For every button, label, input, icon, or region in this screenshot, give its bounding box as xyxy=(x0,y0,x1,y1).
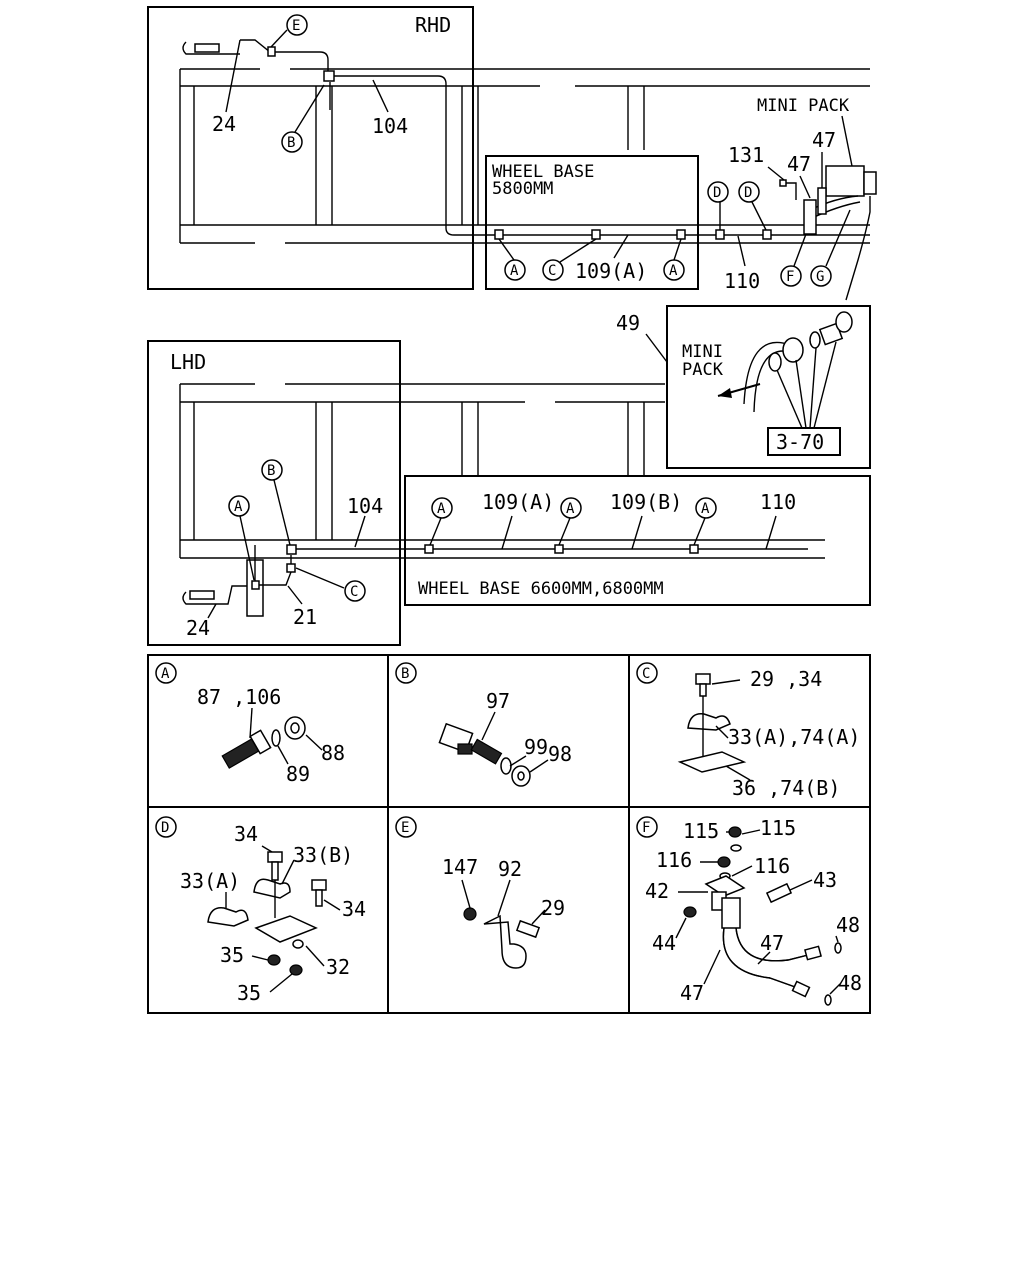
detail-c-letter: C xyxy=(642,666,650,682)
detail-b-letter: B xyxy=(401,666,409,682)
detail-c-label-1: 29 ,34 xyxy=(750,667,822,691)
detail-d-label-4: 34 xyxy=(342,897,366,921)
detail-f-label-7: 44 xyxy=(652,931,676,955)
part-104: 104 xyxy=(372,114,408,138)
detail-f-label-6: 42 xyxy=(645,879,669,903)
wheelbase-5800-box: WHEEL BASE 5800MM A C 109(A) A xyxy=(485,155,699,290)
wheelbase-6600-box: A A A 109(A) 109(B) 110 WHEEL BASE 6600M… xyxy=(404,475,871,606)
lhd-part-104: 104 xyxy=(347,494,383,518)
detail-f-label-11: 48 xyxy=(838,971,862,995)
detail-f-label-9: 48 xyxy=(836,913,860,937)
detail-a-label-2: 88 xyxy=(321,741,345,765)
inset-49: 49 MINI PACK 3-70 xyxy=(616,305,871,469)
detail-d-label-1: 34 xyxy=(234,822,258,846)
part-24: 24 xyxy=(212,112,236,136)
wheelbase-label-1: WHEEL BASE xyxy=(492,162,594,182)
detail-e-label-2: 92 xyxy=(498,857,522,881)
rhd-callout-e: E xyxy=(286,14,308,36)
inset-pack: PACK xyxy=(682,360,724,380)
inset-ref: 3-70 xyxy=(776,430,824,454)
detail-f-label-3: 116 xyxy=(656,848,692,872)
callout-b: B xyxy=(287,135,295,151)
wb2-part-110: 110 xyxy=(760,490,796,514)
detail-c-label-2: 33(A),74(A) xyxy=(728,725,860,749)
rhd-part-labels: 24 104 xyxy=(212,112,408,138)
callout-g: G xyxy=(816,269,824,285)
detail-f-label-2: 115 xyxy=(760,816,796,840)
detail-c: C 29 ,34 33(A),74(A) 36 ,74(B) xyxy=(636,662,860,800)
part-49: 49 xyxy=(616,311,640,335)
mini-pack-area: MINI PACK 131 47 47 D D 110 F G xyxy=(707,96,877,301)
part-131: 131 xyxy=(728,143,764,167)
wb2-callout-a3: A xyxy=(701,501,710,517)
lhd-brake-pipe xyxy=(182,544,405,617)
detail-e-letter: E xyxy=(401,820,409,836)
detail-f-label-8: 47 xyxy=(760,931,784,955)
detail-d-letter: D xyxy=(161,820,169,836)
part-47b: 47 xyxy=(812,128,836,152)
callout-f: F xyxy=(786,269,794,285)
callout-c: C xyxy=(548,263,556,279)
inset-mini: MINI xyxy=(682,342,723,362)
detail-a-label-3: 89 xyxy=(286,762,310,786)
detail-a: A 87 ,106 88 89 xyxy=(155,662,345,786)
rhd-frame xyxy=(147,6,474,290)
rhd-chassis xyxy=(179,67,870,245)
detail-d-label-5: 35 xyxy=(220,943,244,967)
detail-f-letter: F xyxy=(642,820,650,836)
detail-b-label-1: 97 xyxy=(486,689,510,713)
callout-a2: A xyxy=(669,263,678,279)
lhd-part-24: 24 xyxy=(186,616,210,640)
detail-d-label-2: 33(B) xyxy=(293,843,353,867)
lhd-title: LHD xyxy=(170,350,206,374)
lhd-callout-c: C xyxy=(350,584,358,600)
detail-d: D 34 33(B) 33(A) 34 35 32 35 xyxy=(155,816,366,1005)
detail-d-label-3: 33(A) xyxy=(180,869,240,893)
lhd-chassis xyxy=(179,382,665,559)
detail-a-label-1: 87 ,106 xyxy=(197,685,281,709)
lhd-part-21: 21 xyxy=(293,605,317,629)
lhd-leaders xyxy=(207,479,366,619)
detail-f: F 115 115 116 116 43 42 44 47 48 47 48 xyxy=(636,816,862,1006)
wb2-label: WHEEL BASE 6600MM,6800MM xyxy=(418,579,664,599)
wb2-part-109a: 109(A) xyxy=(482,490,554,514)
detail-d-label-6: 32 xyxy=(326,955,350,979)
wb2-part-109b: 109(B) xyxy=(610,490,682,514)
detail-b-label-2: 99 xyxy=(524,735,548,759)
rhd-panel: RHD xyxy=(147,6,870,290)
part-109a: 109(A) xyxy=(575,259,647,283)
detail-b: B 97 99 98 xyxy=(395,662,572,787)
detail-grid xyxy=(147,654,871,1014)
callout-d1: D xyxy=(713,185,721,201)
detail-e: E 147 92 29 xyxy=(395,816,565,969)
wheelbase-label-2: 5800MM xyxy=(492,179,553,199)
detail-d-label-7: 35 xyxy=(237,981,261,1005)
callout-e: E xyxy=(292,18,300,34)
lhd-panel: LHD xyxy=(147,340,665,646)
rhd-callout-b: B xyxy=(281,131,303,153)
mini-pack-label: MINI PACK xyxy=(757,96,850,116)
detail-c-label-3: 36 ,74(B) xyxy=(732,776,840,800)
rhd-brake-pipe xyxy=(182,39,870,240)
lhd-callout-a: A xyxy=(234,499,243,515)
detail-b-label-3: 98 xyxy=(548,742,572,766)
detail-e-label-3: 29 xyxy=(541,896,565,920)
rhd-title: RHD xyxy=(415,13,451,37)
detail-f-label-10: 47 xyxy=(680,981,704,1005)
rhd-leaders xyxy=(225,29,389,133)
detail-f-label-4: 116 xyxy=(754,854,790,878)
detail-e-label-1: 147 xyxy=(442,855,478,879)
detail-f-label-1: 115 xyxy=(683,819,719,843)
part-47a: 47 xyxy=(787,152,811,176)
wb2-callout-a1: A xyxy=(437,501,446,517)
detail-f-label-5: 43 xyxy=(813,868,837,892)
callout-a1: A xyxy=(510,263,519,279)
part-110: 110 xyxy=(724,269,760,293)
lhd-callout-b: B xyxy=(267,463,275,479)
callout-d2: D xyxy=(744,185,752,201)
wb2-callout-a2: A xyxy=(566,501,575,517)
detail-a-letter: A xyxy=(161,666,170,682)
